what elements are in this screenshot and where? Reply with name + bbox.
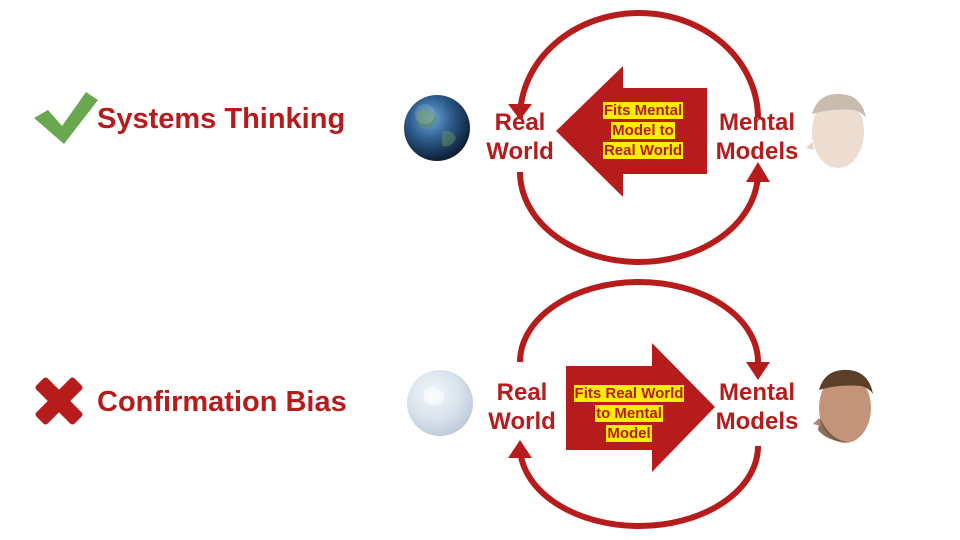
node-real-world-2-line2: World — [488, 408, 556, 435]
node-real-world: Real World — [485, 108, 555, 166]
head-icon-bright — [813, 369, 873, 443]
earth-icon — [404, 95, 470, 161]
arrow-text-line: to Mental — [595, 405, 663, 422]
loop-arrowhead-right-2 — [746, 362, 770, 380]
node-mental-models-2-line2: Models — [715, 408, 799, 435]
arrow-text-line: Fits Mental — [602, 102, 684, 119]
loop-arrowhead-left-2 — [508, 440, 532, 458]
arrow-text-line: Model to — [611, 122, 675, 139]
loop-arc-top — [517, 10, 761, 119]
row-label-confirmation-bias: Confirmation Bias — [97, 386, 347, 418]
node-real-world-2: Real World — [487, 378, 557, 436]
row-label-systems-thinking: Systems Thinking — [97, 103, 346, 135]
arrow-text-fits-mental-model: Fits Mental Model to Real World — [588, 101, 698, 161]
loop-arrowhead-left — [508, 104, 532, 120]
node-mental-models-2: Mental Models — [714, 378, 800, 436]
node-real-world-line1: Real — [494, 109, 546, 136]
node-real-world-line2: World — [486, 138, 554, 165]
arrow-text-line: Real World — [602, 142, 684, 159]
node-mental-models-line2: Models — [715, 138, 799, 165]
loop-arc-top-2 — [517, 279, 761, 363]
loop-arc-bottom — [517, 171, 761, 265]
cross-icon — [35, 377, 83, 425]
node-mental-models: Mental Models — [714, 108, 800, 166]
node-real-world-2-line1: Real — [496, 379, 548, 406]
node-mental-models-line1: Mental — [718, 109, 795, 136]
loop-arrowhead-right — [746, 162, 770, 182]
arrow-text-line: Fits Real World — [573, 385, 685, 402]
head-icon — [806, 93, 866, 168]
node-mental-models-2-line1: Mental — [718, 379, 795, 406]
arrow-text-fits-real-world: Fits Real World to Mental Model — [561, 384, 697, 444]
arrow-text-line: Model — [606, 425, 652, 442]
earth-icon-faded — [407, 370, 473, 436]
loop-arc-bottom-2 — [517, 445, 761, 529]
check-icon — [34, 92, 98, 144]
